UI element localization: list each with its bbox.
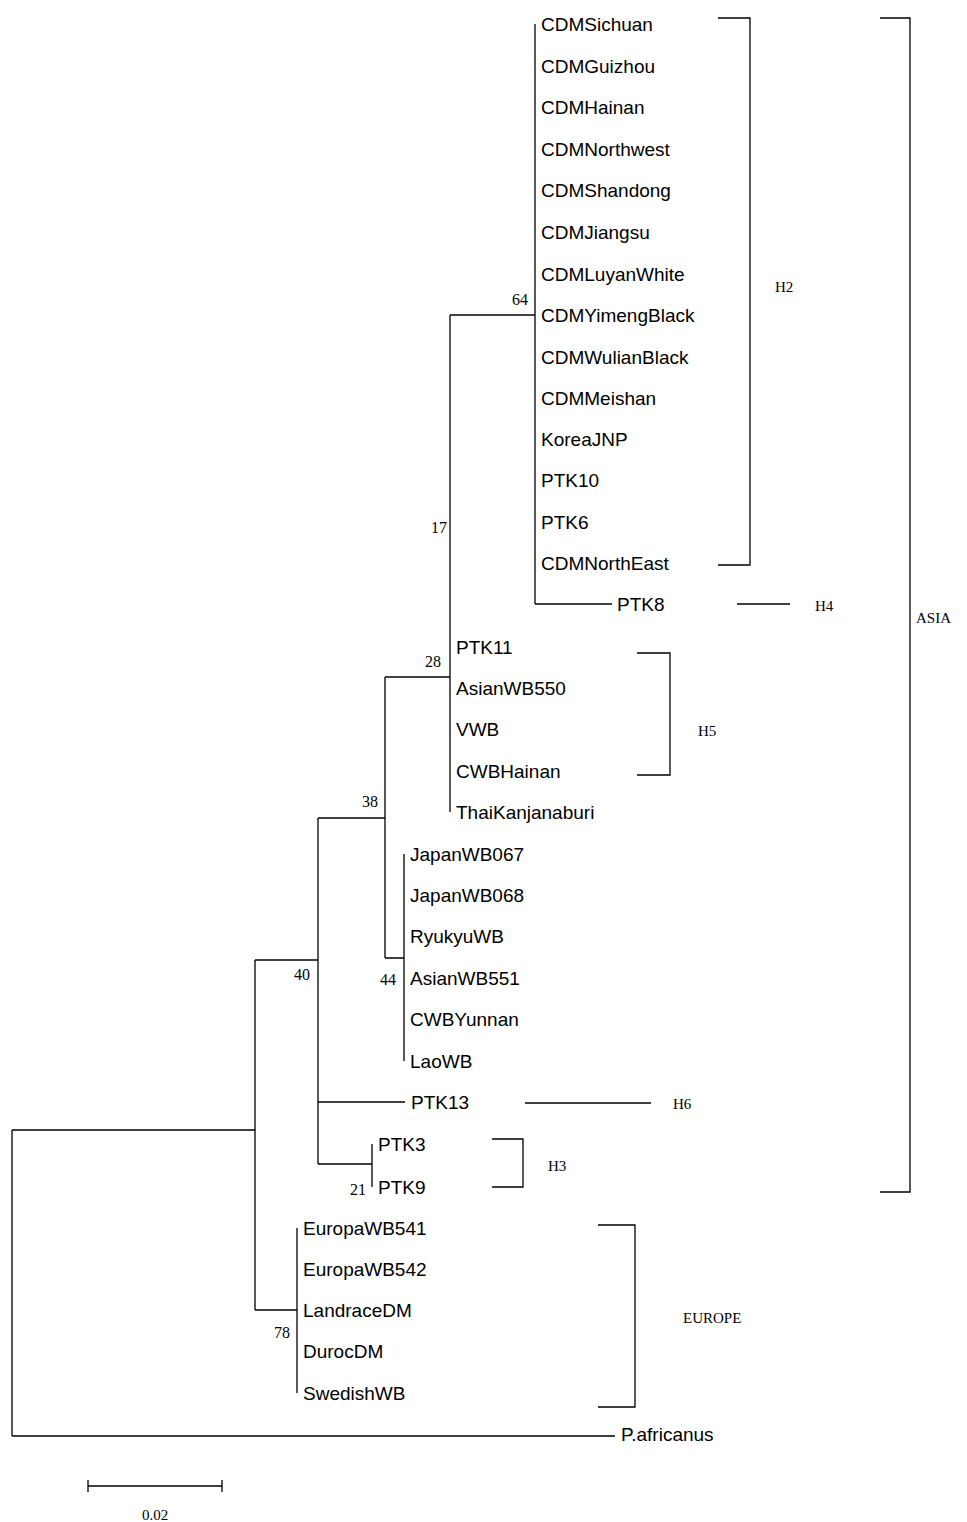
taxon-label: PTK3	[378, 1135, 426, 1154]
taxon-label: CDMGuizhou	[541, 57, 655, 76]
clade-label: H4	[815, 599, 833, 614]
clade-label: H5	[698, 724, 716, 739]
clade-label: EUROPE	[683, 1311, 741, 1326]
branch	[318, 1101, 405, 1102]
taxon-label: PTK9	[378, 1178, 426, 1197]
bootstrap-value: 28	[425, 654, 441, 670]
bootstrap-value: 21	[350, 1182, 366, 1198]
taxon-label: CWBHainan	[456, 762, 561, 781]
branch	[450, 314, 535, 315]
taxon-label: P.africanus	[621, 1425, 714, 1444]
branch	[318, 1144, 372, 1187]
taxon-label: CDMMeishan	[541, 389, 656, 408]
taxon-label: CDMWulianBlack	[541, 348, 688, 367]
taxon-label: AsianWB550	[456, 679, 566, 698]
bracket	[525, 1102, 651, 1103]
clade-brackets	[492, 18, 910, 1407]
tree-branches	[12, 24, 615, 1436]
clade-label: ASIA	[916, 611, 951, 626]
taxon-label: CDMNorthwest	[541, 140, 670, 159]
taxon-label: CDMJiangsu	[541, 223, 650, 242]
bracket	[737, 603, 790, 604]
bootstrap-value: 40	[294, 967, 310, 983]
clade-label: H6	[673, 1097, 691, 1112]
bracket	[880, 18, 910, 1192]
branch	[296, 1228, 297, 1393]
clade-label: H3	[548, 1159, 566, 1174]
taxon-label: PTK11	[456, 638, 513, 657]
branch	[403, 854, 404, 1061]
taxon-label: CDMNorthEast	[541, 554, 669, 573]
taxon-label: EuropaWB542	[303, 1260, 427, 1279]
taxon-label: PTK10	[541, 471, 599, 490]
taxon-label: DurocDM	[303, 1342, 383, 1361]
bootstrap-value: 17	[431, 520, 447, 536]
bracket	[598, 1225, 635, 1407]
taxon-label: EuropaWB541	[303, 1219, 427, 1238]
taxon-label: SwedishWB	[303, 1384, 405, 1403]
taxon-label: CDMShandong	[541, 181, 671, 200]
scale-bar	[88, 1480, 222, 1492]
branch	[385, 676, 450, 677]
taxon-label: CDMSichuan	[541, 15, 653, 34]
bootstrap-value: 64	[512, 292, 528, 308]
taxon-label: LandraceDM	[303, 1301, 412, 1320]
bracket	[637, 653, 670, 775]
taxon-label: RyukyuWB	[410, 927, 504, 946]
bracket	[492, 1139, 523, 1187]
branch	[12, 1130, 615, 1436]
branch	[385, 677, 404, 958]
taxon-label: VWB	[456, 720, 499, 739]
bootstrap-value: 38	[362, 794, 378, 810]
branch	[449, 315, 450, 812]
taxon-label: AsianWB551	[410, 969, 520, 988]
taxon-label: LaoWB	[410, 1052, 472, 1071]
taxon-label: PTK6	[541, 513, 589, 532]
taxon-label: JapanWB067	[410, 845, 524, 864]
bootstrap-value: 44	[380, 972, 396, 988]
taxon-label: KoreaJNP	[541, 430, 628, 449]
taxon-label: CWBYunnan	[410, 1010, 519, 1029]
taxon-label: CDMLuyanWhite	[541, 265, 685, 284]
taxon-label: CDMYimengBlack	[541, 306, 694, 325]
taxon-label: PTK13	[411, 1093, 469, 1112]
branch	[318, 817, 385, 818]
clade-label: H2	[775, 280, 793, 295]
bootstrap-value: 78	[274, 1325, 290, 1341]
taxon-label: JapanWB068	[410, 886, 524, 905]
branch	[255, 959, 318, 960]
branch	[255, 960, 297, 1310]
taxon-label: PTK8	[617, 595, 665, 614]
scale-label: 0.02	[142, 1508, 168, 1522]
taxon-label: ThaiKanjanaburi	[456, 803, 594, 822]
taxon-label: CDMHainan	[541, 98, 644, 117]
branch	[317, 818, 318, 1164]
bracket	[718, 18, 750, 565]
